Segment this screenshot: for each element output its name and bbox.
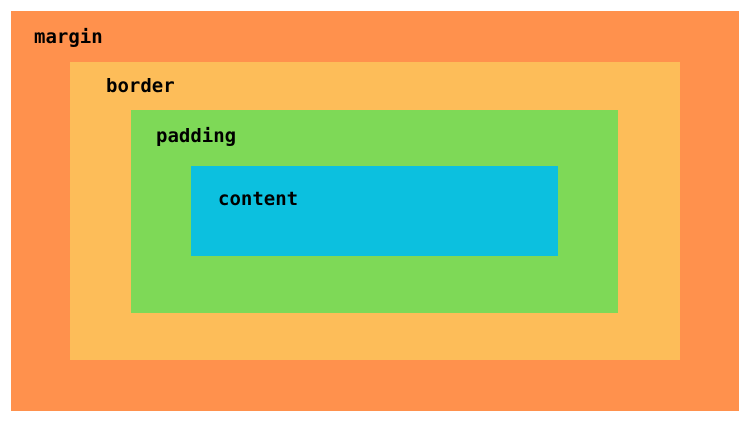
content-label: content [218,188,299,210]
padding-label: padding [156,125,237,147]
border-label: border [106,75,175,97]
margin-label: margin [34,26,103,48]
content-area [191,166,558,256]
